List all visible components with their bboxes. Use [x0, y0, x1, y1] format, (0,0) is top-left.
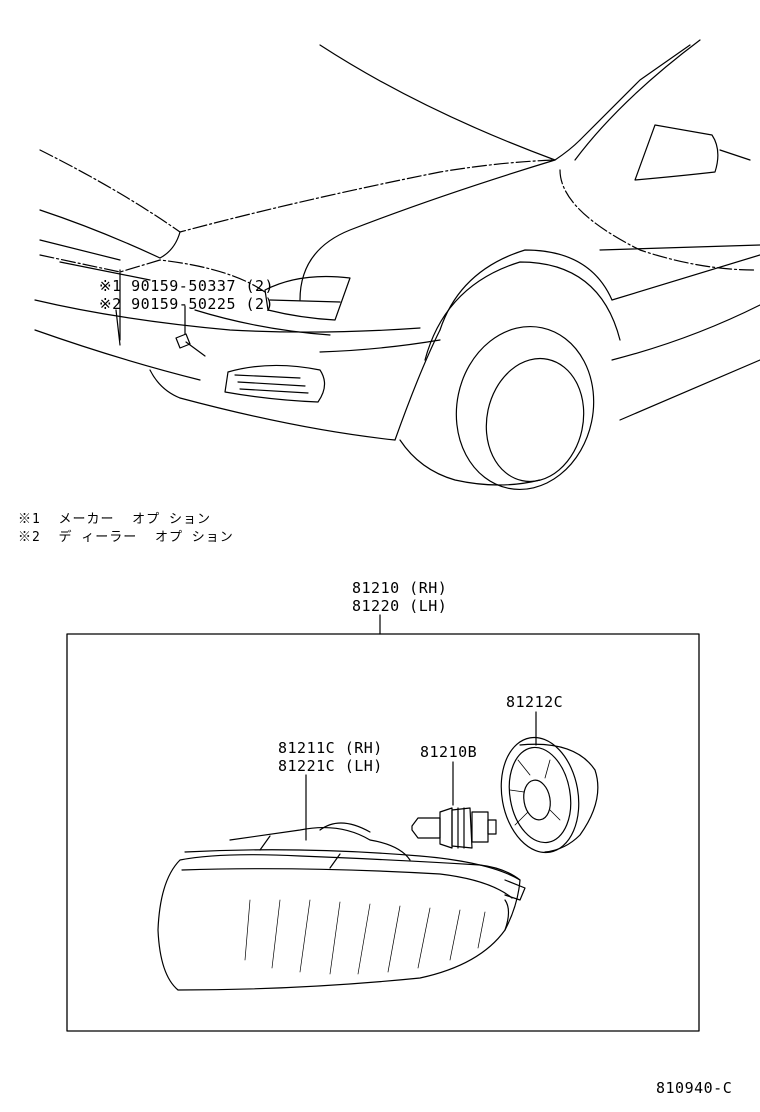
bolt-part-number-option2: ※2 90159-50225 (2) — [99, 295, 275, 313]
fog-lamp-bulb — [411, 807, 497, 849]
note-dealer-option: ※2 デ ィーラー オプ ション — [18, 530, 234, 545]
note-manufacturer-option: ※1 メーカー オプ ション — [18, 512, 211, 527]
car-front-illustration — [34, 39, 760, 491]
bolt-part-number-option1: ※1 90159-50337 (2) — [99, 277, 275, 295]
bolt-fastener — [175, 333, 206, 357]
assembly-part-number-lh: 81220 (LH) — [352, 597, 448, 615]
socket-part-number: 81212C — [506, 693, 564, 711]
bulb-part-number: 81210B — [420, 743, 478, 761]
figure-code: 810940-C — [656, 1079, 733, 1097]
bulb-socket — [500, 736, 599, 854]
assembly-frame — [66, 633, 700, 1032]
lens-part-number-lh: 81221C (LH) — [278, 757, 383, 775]
fog-lamp-lens — [157, 822, 526, 991]
assembly-part-number-rh: 81210 (RH) — [352, 579, 448, 597]
lens-part-number-rh: 81211C (RH) — [278, 739, 383, 757]
